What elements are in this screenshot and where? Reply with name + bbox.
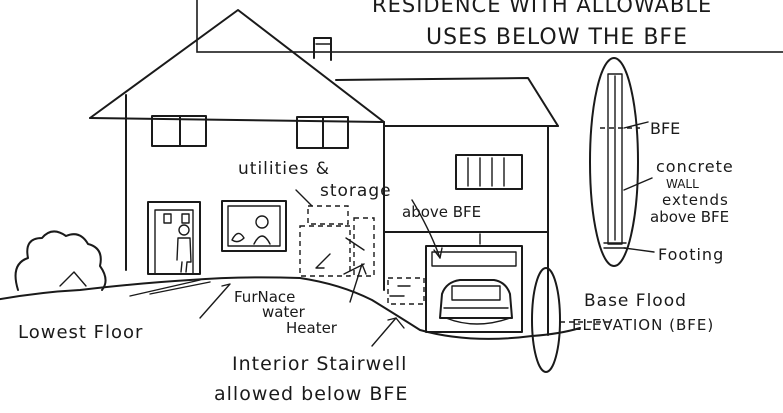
detail-concrete: concrete bbox=[656, 157, 734, 176]
label-base-flood: Base Flood bbox=[584, 291, 687, 311]
label-interior-stairwell: Interior Stairwell bbox=[232, 353, 407, 375]
detail-labels: BFE concrete WALL extends above BFE Foot… bbox=[650, 119, 734, 264]
detail-extends: extends bbox=[662, 191, 729, 209]
label-lowest-floor: Lowest Floor bbox=[18, 322, 143, 343]
label-elevation-bfe: ELEVATION (BFE) bbox=[572, 316, 714, 334]
label-allowed-below: allowed below BFE bbox=[214, 383, 408, 405]
label-above-bfe: above BFE bbox=[402, 203, 481, 221]
detail-bfe: BFE bbox=[650, 119, 680, 138]
title-line-1: RESIDENCE WITH ALLOWABLE bbox=[372, 0, 712, 17]
detail-above-bfe: above BFE bbox=[650, 208, 729, 226]
label-utilities: utilities & bbox=[238, 159, 330, 179]
foundation-wall-detail bbox=[590, 58, 654, 266]
label-storage: storage bbox=[320, 181, 392, 201]
diagram-labels: utilities & storage above BFE FurNace wa… bbox=[18, 159, 714, 405]
title-box: RESIDENCE WITH ALLOWABLE USES BELOW THE … bbox=[197, 0, 783, 52]
label-heater: Heater bbox=[286, 319, 338, 337]
detail-wall: WALL bbox=[666, 177, 699, 191]
title-line-2: USES BELOW THE BFE bbox=[426, 25, 688, 50]
detail-footing: Footing bbox=[658, 245, 724, 264]
